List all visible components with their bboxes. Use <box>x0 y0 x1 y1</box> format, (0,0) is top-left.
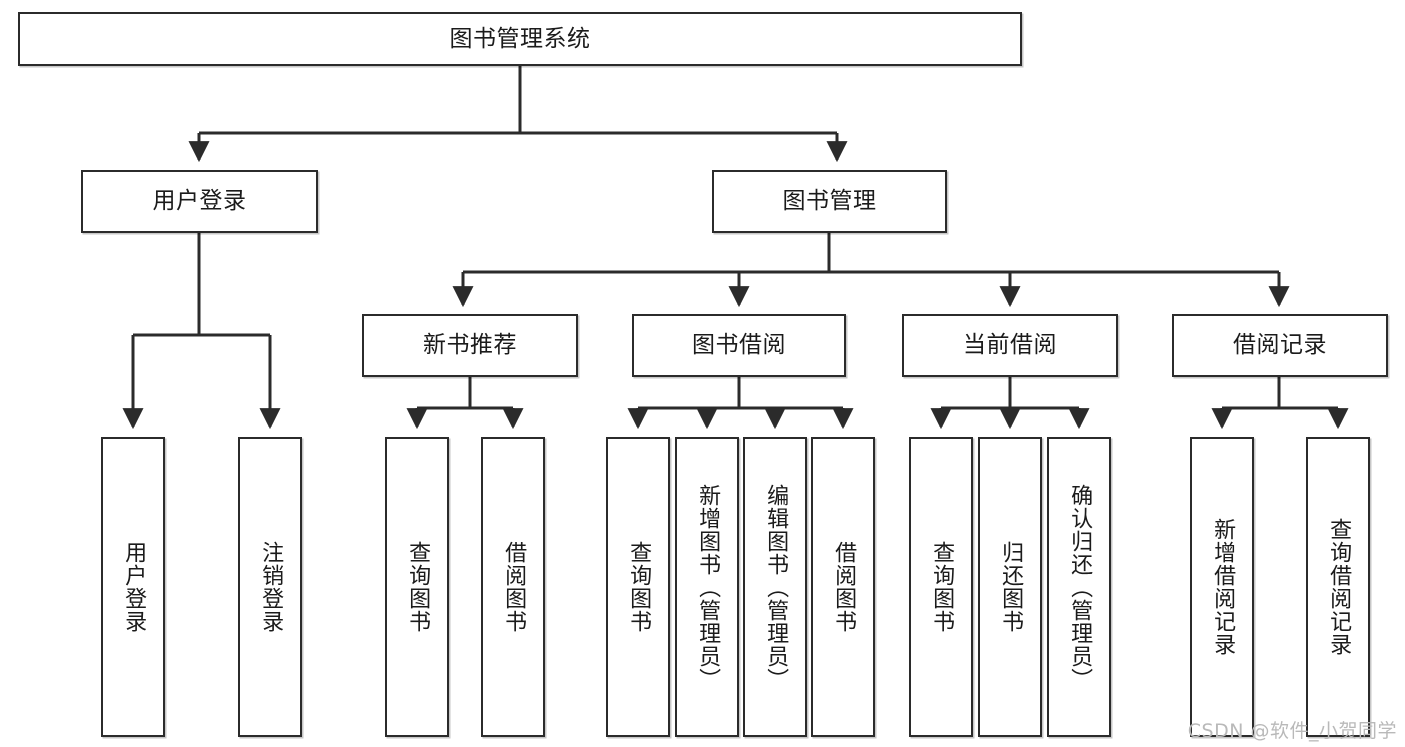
node-book-borrow[interactable]: 图书借阅 <box>632 314 846 377</box>
leaf-query-book-current[interactable]: 查询图书 <box>909 437 973 737</box>
node-label: 借阅图书 <box>501 541 527 633</box>
node-label: 编辑图书（管理员） <box>763 483 789 691</box>
node-new-book-recommend[interactable]: 新书推荐 <box>362 314 578 377</box>
node-label: 新增图书（管理员） <box>695 483 721 691</box>
node-label: 查询图书 <box>929 541 955 633</box>
node-label: 用户登录 <box>152 188 247 215</box>
node-label: 借阅记录 <box>1233 332 1327 359</box>
node-root-book-management-system[interactable]: 图书管理系统 <box>18 12 1022 66</box>
node-user-login[interactable]: 用户登录 <box>81 170 318 233</box>
leaf-add-book-admin[interactable]: 新增图书（管理员） <box>675 437 739 737</box>
node-borrow-record[interactable]: 借阅记录 <box>1172 314 1388 377</box>
node-label: 查询图书 <box>405 541 431 633</box>
leaf-return-book[interactable]: 归还图书 <box>978 437 1042 737</box>
node-label: 查询图书 <box>626 541 652 633</box>
node-label: 新书推荐 <box>423 332 517 359</box>
csdn-watermark: CSDN @软件_小贺同学 <box>1187 720 1397 742</box>
node-label: 注销登录 <box>258 541 284 633</box>
node-label: 查询借阅记录 <box>1326 518 1352 656</box>
leaf-borrow-book-recommend[interactable]: 借阅图书 <box>481 437 545 737</box>
node-label: 确认归还（管理员） <box>1067 483 1093 691</box>
node-label: 用户登录 <box>121 541 147 633</box>
leaf-query-borrow-record[interactable]: 查询借阅记录 <box>1306 437 1370 737</box>
leaf-add-borrow-record[interactable]: 新增借阅记录 <box>1190 437 1254 737</box>
node-book-management[interactable]: 图书管理 <box>712 170 947 233</box>
leaf-edit-book-admin[interactable]: 编辑图书（管理员） <box>743 437 807 737</box>
node-current-borrow[interactable]: 当前借阅 <box>902 314 1118 377</box>
leaf-borrow-book[interactable]: 借阅图书 <box>811 437 875 737</box>
node-label: 借阅图书 <box>831 541 857 633</box>
leaf-confirm-return-admin[interactable]: 确认归还（管理员） <box>1047 437 1111 737</box>
leaf-query-book-recommend[interactable]: 查询图书 <box>385 437 449 737</box>
node-label: 图书管理 <box>782 188 877 215</box>
node-label: 当前借阅 <box>963 332 1057 359</box>
node-label: 图书管理系统 <box>449 25 591 52</box>
leaf-user-login[interactable]: 用户登录 <box>101 437 165 737</box>
node-label: 新增借阅记录 <box>1210 518 1236 656</box>
leaf-logout[interactable]: 注销登录 <box>238 437 302 737</box>
node-label: 图书借阅 <box>692 332 786 359</box>
leaf-query-book-borrow[interactable]: 查询图书 <box>606 437 670 737</box>
node-label: 归还图书 <box>998 541 1024 633</box>
